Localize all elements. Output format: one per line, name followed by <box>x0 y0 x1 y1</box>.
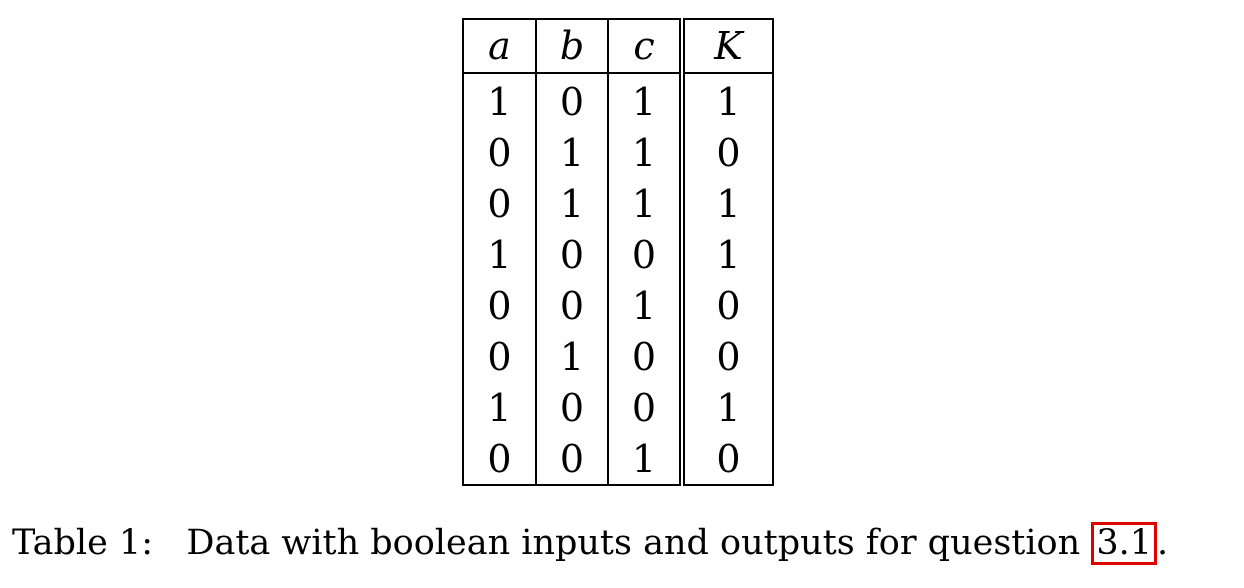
cell-a: 1 <box>462 382 537 433</box>
cell-b: 0 <box>535 433 609 485</box>
question-reference-link[interactable]: 3.1 <box>1091 522 1157 565</box>
cell-a: 0 <box>462 178 537 229</box>
cell-c: 0 <box>607 229 685 280</box>
cell-k: 0 <box>681 433 774 485</box>
cell-c: 0 <box>607 331 685 382</box>
table-header-row: a b c K <box>462 19 774 74</box>
table-caption: Table 1: Data with boolean inputs and ou… <box>12 522 1168 565</box>
cell-k: 1 <box>681 229 774 280</box>
header-k: K <box>681 19 774 74</box>
cell-k: 0 <box>681 280 774 331</box>
cell-k: 1 <box>681 73 774 127</box>
caption-text: Data with boolean inputs and outputs for… <box>186 523 1081 563</box>
caption-period: . <box>1157 523 1169 563</box>
caption-label: Table 1: <box>12 523 153 563</box>
cell-a: 0 <box>462 127 537 178</box>
cell-b: 0 <box>535 382 609 433</box>
header-a: a <box>462 19 537 74</box>
cell-c: 1 <box>607 178 685 229</box>
cell-b: 0 <box>535 280 609 331</box>
cell-k: 1 <box>681 382 774 433</box>
cell-b: 0 <box>535 73 609 127</box>
cell-c: 1 <box>607 433 685 485</box>
cell-k: 0 <box>681 331 774 382</box>
cell-b: 0 <box>535 229 609 280</box>
cell-c: 1 <box>607 280 685 331</box>
cell-k: 1 <box>681 178 774 229</box>
cell-c: 1 <box>607 127 685 178</box>
header-b: b <box>535 19 609 74</box>
cell-a: 0 <box>462 331 537 382</box>
header-c: c <box>607 19 685 74</box>
cell-c: 0 <box>607 382 685 433</box>
cell-a: 0 <box>462 433 537 485</box>
cell-a: 1 <box>462 229 537 280</box>
cell-b: 1 <box>535 331 609 382</box>
cell-c: 1 <box>607 73 685 127</box>
cell-b: 1 <box>535 127 609 178</box>
cell-b: 1 <box>535 178 609 229</box>
cell-a: 0 <box>462 280 537 331</box>
cell-k: 0 <box>681 127 774 178</box>
cell-a: 1 <box>462 73 537 127</box>
